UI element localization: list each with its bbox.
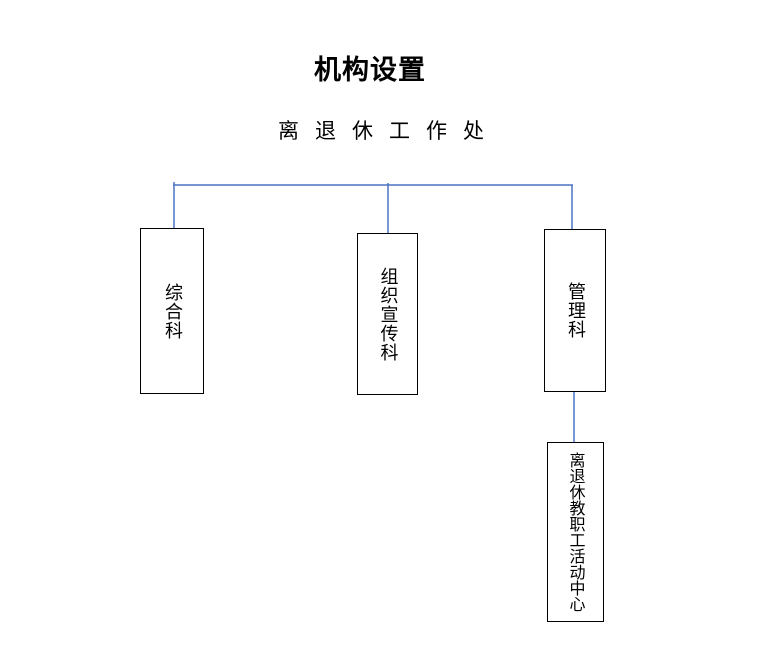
root-unit-label: 离退休工作处 [278,119,500,143]
sub-unit-box-center: 离退休教职工活动中心 [547,442,604,622]
chart-title: 机构设置 [314,55,426,86]
dept-box-mgmt: 管理科 [544,229,606,392]
dept-box-org: 组织宣传科 [357,233,418,395]
dept-box-general: 综合科 [140,228,204,394]
sub-unit-label-center: 离退休教职工活动中心 [566,452,586,612]
dept-label-org: 组织宣传科 [377,266,399,362]
dept-label-mgmt: 管理科 [565,282,586,339]
dept-label-general: 综合科 [162,282,183,340]
